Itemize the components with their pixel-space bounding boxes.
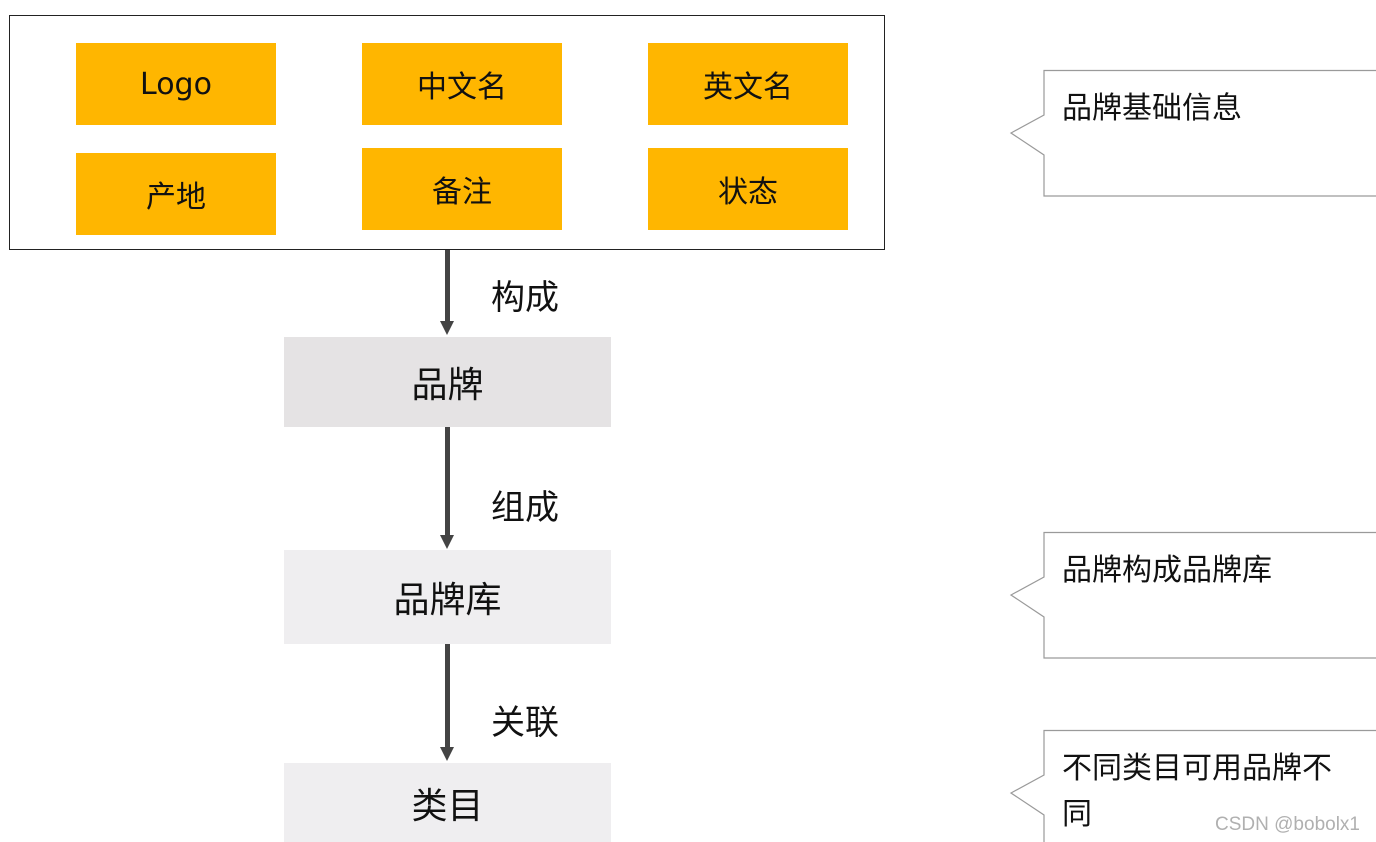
attribute-chinese-name: 中文名 (362, 43, 562, 125)
brand-library-node: 品牌库 (284, 550, 611, 644)
arrow-form-line (445, 427, 450, 536)
attribute-logo: Logo (76, 43, 276, 125)
callout-brand-forms-library-text: 品牌构成品牌库 (1062, 553, 1272, 588)
relation-form-label: 组成 (491, 488, 559, 528)
attribute-origin: 产地 (76, 153, 276, 235)
callout-shape (1009, 531, 1376, 659)
category-node: 类目 (284, 763, 611, 842)
watermark: CSDN @bobolx1 (1215, 814, 1360, 835)
relation-compose-label: 构成 (491, 278, 559, 318)
attribute-status: 状态 (648, 148, 848, 230)
callout-brand-basic-info-text: 品牌基础信息 (1062, 91, 1242, 126)
attribute-remark: 备注 (362, 148, 562, 230)
brand-node: 品牌 (284, 337, 611, 427)
callout-shape (1009, 69, 1376, 197)
arrow-form-head (440, 535, 454, 549)
arrow-associate-line (445, 644, 450, 748)
callout-category-brand-diff-line2: 同 (1062, 797, 1092, 832)
attribute-english-name: 英文名 (648, 43, 848, 125)
arrow-compose-line (445, 250, 450, 322)
brand-attributes-group: Logo 中文名 英文名 产地 备注 状态 (9, 15, 885, 250)
arrow-associate-head (440, 747, 454, 761)
callout-category-brand-diff-line1: 不同类目可用品牌不 (1062, 751, 1332, 786)
arrow-compose-head (440, 321, 454, 335)
relation-associate-label: 关联 (491, 703, 559, 743)
callout-shape (1009, 729, 1376, 842)
